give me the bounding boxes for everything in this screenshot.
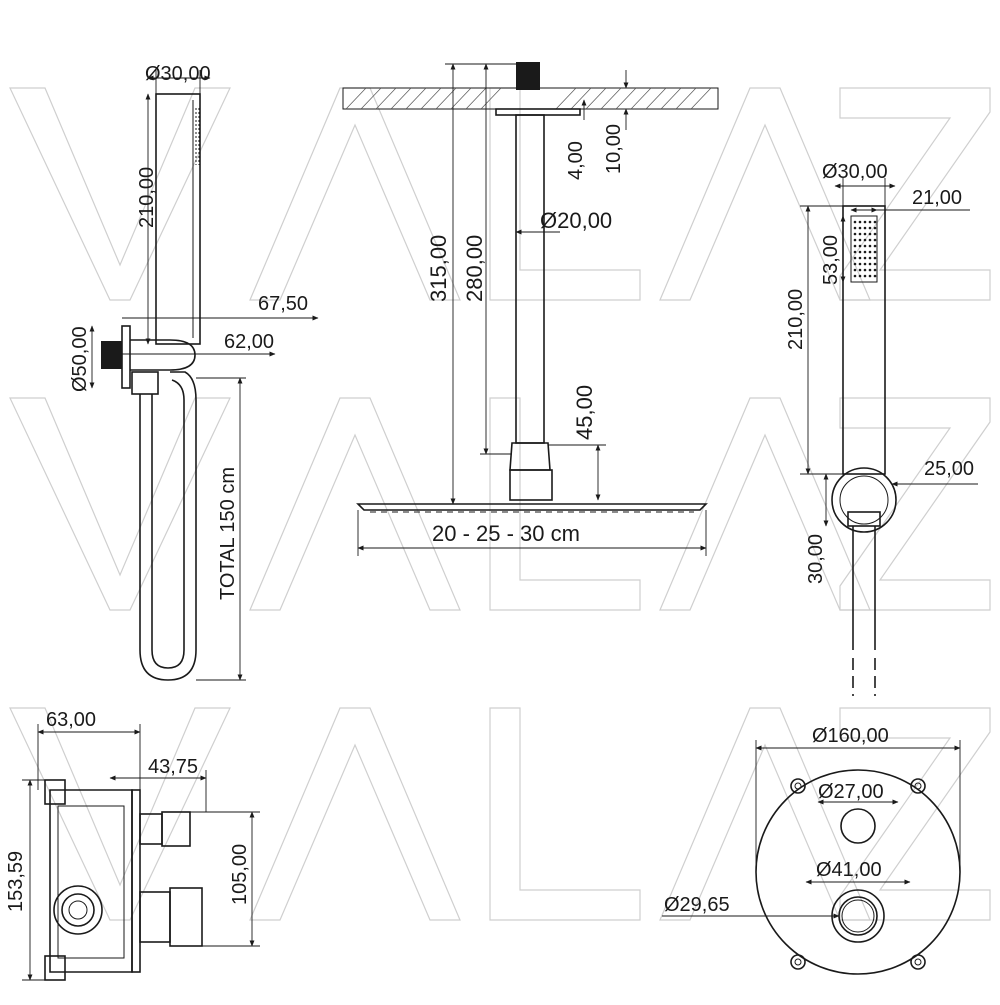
dim-side-30: 30,00 [805, 534, 827, 584]
dim-hose-total: TOTAL 150 cm [217, 467, 239, 600]
ceiling-hatch [345, 87, 712, 110]
ceiling-flange [495, 108, 581, 116]
valve-outlet-top-cap [161, 811, 191, 847]
dim-side-210: 210,00 [785, 289, 807, 350]
side-handle [842, 205, 886, 475]
valve-lug-bottom [44, 955, 66, 981]
dim-hand-67: 67,50 [258, 293, 308, 315]
swivel-joint [509, 442, 551, 471]
dim-head-45: 45,00 [572, 385, 597, 440]
head-shower-view: 4,00 10,00 315,00 280,00 Ø20,00 45,00 20… [342, 62, 719, 556]
dim-hand-62: 62,00 [224, 331, 274, 353]
cover-plate-view: Ø160,00 Ø27,00 Ø41,00 Ø29,65 [662, 725, 961, 975]
valve-inlet [53, 885, 103, 935]
ceiling-connector [516, 62, 540, 90]
ceiling [342, 87, 719, 110]
dim-head-315: 315,00 [426, 235, 451, 302]
dim-side-dia-30: Ø30,00 [822, 161, 888, 183]
dim-hand-dia-top: Ø30,00 [145, 63, 211, 85]
dim-cover-dia-29: Ø29,65 [664, 894, 730, 916]
dim-hand-height: 210,00 [136, 167, 158, 228]
hose [139, 371, 197, 681]
nozzle-dots [195, 108, 200, 165]
dim-side-25: 25,00 [924, 458, 974, 480]
dim-head-size: 20 - 25 - 30 cm [432, 521, 580, 546]
dim-valve-63: 63,00 [46, 709, 96, 731]
dim-valve-43: 43,75 [148, 756, 198, 778]
side-holder-clip [847, 511, 881, 527]
dim-side-21: 21,00 [912, 187, 962, 209]
head-connector [509, 469, 553, 501]
dim-head-10: 10,00 [603, 124, 625, 174]
mixer-knob-inner [838, 896, 878, 936]
diverter-knob [840, 808, 876, 844]
dim-head-4: 4,00 [565, 141, 587, 180]
dim-head-280: 280,00 [462, 235, 487, 302]
side-view: Ø30,00 21,00 53,00 210,00 25,00 30,00 [785, 161, 978, 696]
valve-outlet-bottom [139, 891, 171, 943]
valve-box-view: 63,00 43,75 153,59 105,00 [5, 709, 260, 981]
valve-front-plate [131, 789, 141, 973]
side-holder [831, 467, 897, 533]
dim-head-dia-20: Ø20,00 [540, 208, 612, 233]
dim-cover-dia-27: Ø27,00 [818, 781, 884, 803]
hand-shower-handle [155, 93, 201, 345]
dim-hand-dia-50: Ø50,00 [69, 326, 91, 392]
shower-head [356, 503, 708, 511]
elbow-connector [131, 371, 159, 395]
hand-shower-view: Ø30,00 210,00 67,50 62,00 Ø50,00 TOTAL 1… [69, 63, 319, 681]
wall-flange [121, 325, 131, 389]
dim-cover-dia-41: Ø41,00 [816, 859, 882, 881]
hose-holder [130, 339, 196, 371]
side-nozzle-dots [853, 220, 877, 278]
dim-cover-dia-160: Ø160,00 [812, 725, 889, 747]
valve-lug-top [44, 779, 66, 805]
side-nozzle-face [850, 215, 878, 283]
dim-side-53: 53,00 [820, 235, 842, 285]
mounting-lugs [790, 778, 926, 970]
dim-valve-153: 153,59 [5, 851, 27, 912]
valve-outlet-bottom-cap [169, 887, 203, 947]
dim-valve-105: 105,00 [229, 844, 251, 905]
wall-connector [101, 341, 122, 369]
